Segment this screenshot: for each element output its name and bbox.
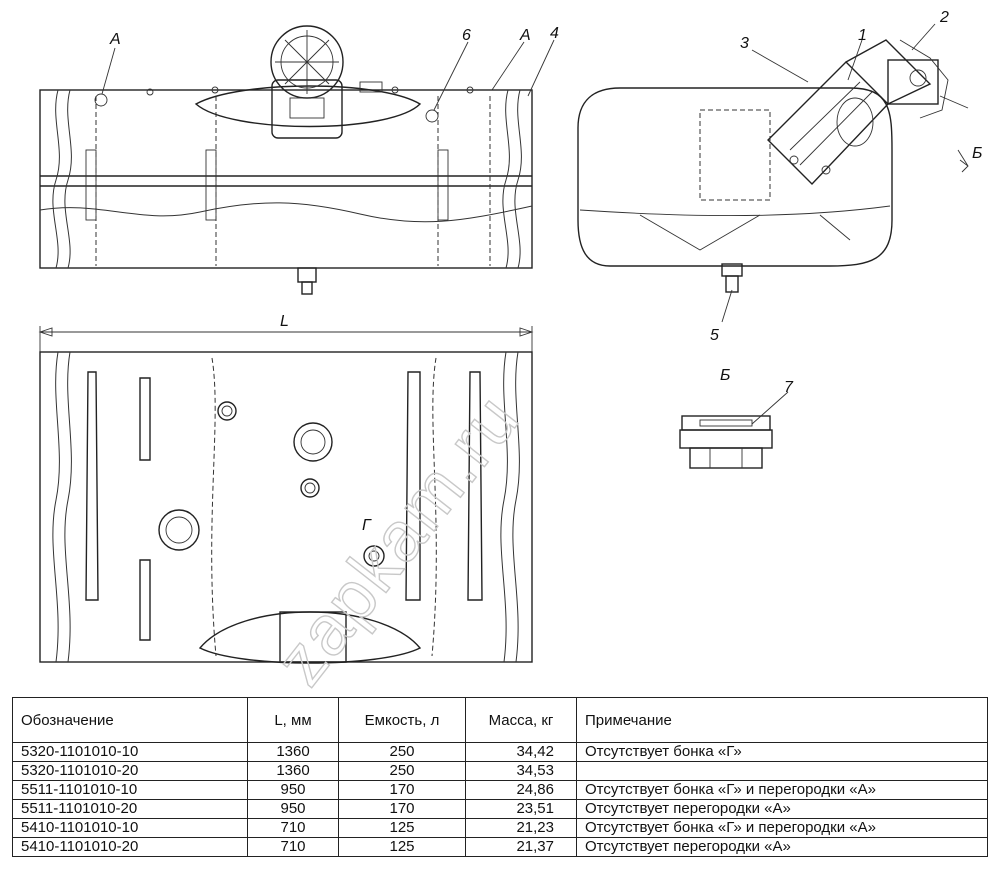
cell-mass: 21,37 (465, 837, 577, 857)
front-view (39, 25, 533, 295)
header-length: L, мм (247, 697, 339, 743)
plan-view (38, 326, 534, 664)
spec-table: Обозначение L, мм Емкость, л Масса, кг П… (12, 697, 988, 857)
callout-1: 1 (858, 27, 867, 44)
callout-g: Г (362, 517, 372, 534)
side-view (577, 23, 969, 323)
header-designation: Обозначение (12, 697, 248, 743)
cell-capacity: 170 (338, 780, 466, 800)
header-note: Примечание (576, 697, 988, 743)
cell-mass: 21,23 (465, 818, 577, 838)
cell-length: 1360 (247, 742, 339, 762)
cell-designation: 5320-1101010-20 (12, 761, 248, 781)
cell-note: Отсутствует бонка «Г» и перегородки «А» (576, 780, 988, 800)
cell-note: Отсутствует перегородки «А» (576, 837, 988, 857)
callout-b-arrow: Б (972, 145, 982, 162)
table-header-row: Обозначение L, мм Емкость, л Масса, кг П… (12, 697, 988, 743)
callout-a-left: А (109, 31, 121, 48)
callout-4: 4 (550, 25, 559, 42)
cell-length: 710 (247, 818, 339, 838)
cell-mass: 34,53 (465, 761, 577, 781)
callout-3: 3 (740, 35, 749, 52)
tank-drawing: zapkam.ru А 6 А 4 3 1 2 Б 5 Б 7 L Г (38, 9, 982, 690)
cell-designation: 5410-1101010-10 (12, 818, 248, 838)
cell-capacity: 125 (338, 837, 466, 857)
detail-view-b (679, 391, 789, 469)
cell-capacity: 170 (338, 799, 466, 819)
cell-note: Отсутствует бонка «Г» и перегородки «А» (576, 818, 988, 838)
cell-capacity: 250 (338, 742, 466, 762)
header-capacity: Емкость, л (338, 697, 466, 743)
cell-length: 950 (247, 780, 339, 800)
cell-designation: 5320-1101010-10 (12, 742, 248, 762)
callout-7: 7 (784, 379, 794, 396)
callout-a-right: А (519, 27, 531, 44)
cell-note: Отсутствует бонка «Г» (576, 742, 988, 762)
dimension-l-label: L (280, 313, 289, 330)
callout-6: 6 (462, 27, 471, 44)
header-mass: Масса, кг (465, 697, 577, 743)
cell-note: Отсутствует перегородки «А» (576, 799, 988, 819)
cell-designation: 5511-1101010-20 (12, 799, 248, 819)
cell-mass: 24,86 (465, 780, 577, 800)
cell-capacity: 125 (338, 818, 466, 838)
callout-2: 2 (939, 9, 949, 26)
cell-mass: 34,42 (465, 742, 577, 762)
cell-length: 710 (247, 837, 339, 857)
callout-b-view: Б (720, 367, 730, 384)
callout-5: 5 (710, 327, 719, 344)
cell-length: 950 (247, 799, 339, 819)
cell-mass: 23,51 (465, 799, 577, 819)
cell-capacity: 250 (338, 761, 466, 781)
cell-length: 1360 (247, 761, 339, 781)
cell-note (576, 761, 988, 781)
cell-designation: 5511-1101010-10 (12, 780, 248, 800)
cell-designation: 5410-1101010-20 (12, 837, 248, 857)
